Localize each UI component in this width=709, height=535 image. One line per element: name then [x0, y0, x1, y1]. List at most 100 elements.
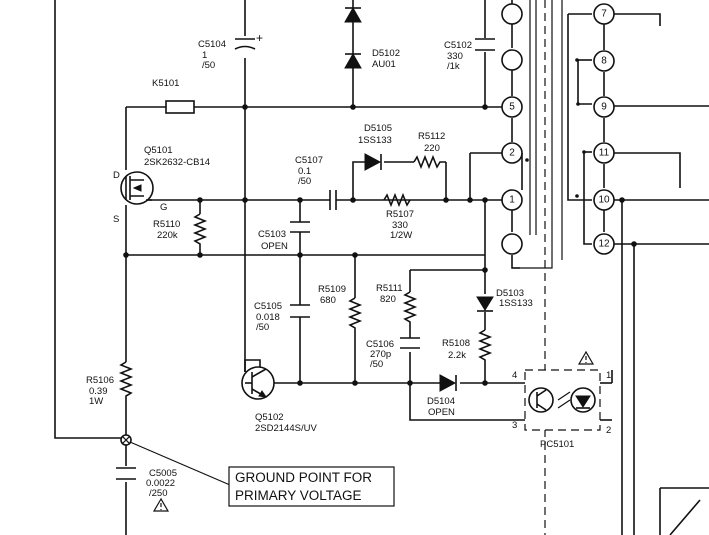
r5106: R5106 0.39 1W: [86, 361, 134, 407]
ground-note-line2: PRIMARY VOLTAGE: [235, 488, 362, 503]
pin-1-circle: [501, 189, 523, 211]
warning-triangle-shape: [577, 350, 595, 365]
pin-5-label: 5: [509, 102, 515, 113]
q5101: Q5101 2SK2632-CB14 D G S: [113, 145, 210, 225]
r5108-value: 2.2k: [448, 350, 466, 361]
r5110-ref: R5110: [153, 219, 180, 230]
r5106-ref: R5106: [86, 375, 114, 386]
pin-10-circle: [593, 189, 615, 211]
c5102: C5102 330 /1k: [444, 38, 495, 72]
ground-note-box: GROUND POINT FOR PRIMARY VOLTAGE: [228, 466, 395, 507]
r5109: R5109 680: [318, 284, 363, 334]
r5111: R5111 820: [376, 283, 418, 326]
pc5101-light-arrows: [557, 391, 571, 409]
r5110-value: 220k: [157, 230, 178, 241]
d5103-ref: D5103: [496, 288, 524, 299]
q5101-drain-label: D: [113, 170, 120, 181]
transformer-primary: 5 2 1: [501, 3, 523, 255]
pc5101-led-triangle: [575, 395, 591, 408]
q5102-arrow: [258, 390, 268, 398]
c5102-voltage: /1k: [447, 61, 460, 72]
pin-11-circle: [593, 142, 615, 164]
c5105-voltage: /50: [256, 322, 269, 333]
c5104-ref: C5104: [198, 39, 226, 50]
pin-9-label: 9: [601, 102, 607, 113]
c5107-value: 0.1: [298, 166, 311, 177]
warning-triangle-icon: [152, 497, 170, 512]
ground-note-line1: GROUND POINT FOR: [235, 470, 372, 485]
r5107: R5107 330 1/2W: [383, 192, 414, 241]
pin-8-circle: [593, 50, 615, 72]
c5104-plus: +: [256, 31, 263, 45]
r5107-zigzag: [383, 192, 411, 208]
q5102-body: [241, 366, 275, 400]
r5111-zigzag: [402, 291, 418, 326]
r5107-ref: R5107: [386, 209, 414, 220]
d5103-triangle: [476, 296, 494, 311]
c5105-ref: C5105: [254, 301, 282, 312]
pin-12-label: 12: [598, 239, 610, 250]
primary-winding-coil: [501, 233, 523, 255]
c5106-ref: C5106: [366, 339, 394, 350]
q5101-terminals: [130, 179, 152, 201]
pc5101-ref: PC5101: [540, 439, 574, 450]
r5108-zigzag: [477, 329, 493, 364]
r5106-power: 1W: [89, 396, 103, 407]
ground-note-frame: [228, 466, 395, 507]
c5107-ref: C5107: [295, 155, 323, 166]
c5105-value: 0.018: [256, 312, 280, 323]
pc5101-pin3: 3: [512, 420, 517, 431]
pin-12-circle: [593, 233, 615, 255]
d5102-part: AU01: [372, 59, 396, 70]
c5106: C5106 270p /50: [366, 337, 420, 370]
r5107-value: 330: [392, 220, 408, 231]
r5106-zigzag: [118, 361, 134, 402]
pin-10-label: 10: [598, 195, 610, 206]
r5107-power: 1/2W: [390, 230, 412, 241]
c5103-ref: C5103: [258, 229, 286, 240]
k5101: K5101: [152, 78, 195, 114]
q5101-source-label: S: [113, 214, 119, 225]
pin-7-label: 7: [601, 9, 607, 20]
d5104-ref: D5104: [427, 396, 455, 407]
c5104: + C5104 1 /50: [198, 31, 263, 71]
c5005: C5005 0.0022 /250: [116, 467, 177, 512]
q5101-gate-label: G: [160, 202, 167, 213]
pc5101-pin4: 4: [512, 370, 517, 381]
q5102-ref: Q5102: [255, 412, 284, 423]
junction-dots: [123, 58, 637, 386]
c5107: C5107 0.1 /50: [295, 155, 337, 210]
pin-2-circle: [501, 142, 523, 164]
c5106-voltage: /50: [370, 359, 383, 370]
d5103-part: 1SS133: [499, 298, 533, 309]
r5108-ref: R5108: [442, 338, 470, 349]
pc5101: 4 3 1 2 PC5101: [512, 350, 611, 450]
q5102: Q5102 2SD2144S/UV: [241, 366, 317, 434]
transformer-core: [512, 0, 563, 535]
c5103-value: OPEN: [261, 241, 288, 252]
d5103: D5103 1SS133: [476, 288, 533, 312]
c5005-voltage: /250: [149, 488, 168, 499]
pc5101-pin2: 2: [606, 425, 611, 436]
ground-point: [120, 434, 231, 486]
q5102-part: 2SD2144S/UV: [255, 423, 317, 434]
c5104-plate-bottom: [234, 45, 256, 50]
ground-point-cross: [121, 435, 131, 445]
c5103: C5103 OPEN: [258, 221, 310, 252]
pin-9-circle: [593, 96, 615, 118]
r5106-value: 0.39: [89, 386, 108, 397]
q5101-part: 2SK2632-CB14: [144, 157, 210, 168]
pin-1-label: 1: [509, 195, 515, 206]
d5102-triangle: [344, 52, 362, 69]
pin-5-circle: [501, 96, 523, 118]
d5102: D5102 AU01: [344, 6, 400, 70]
r5111-ref: R5111: [376, 283, 403, 294]
k5101-body: [165, 100, 195, 114]
c5005-value: 0.0022: [146, 478, 175, 489]
r5112: R5112 220: [413, 131, 446, 170]
d5105-ref: D5105: [364, 123, 392, 134]
primary-winding-coil: [501, 49, 523, 71]
c5107-voltage: /50: [298, 176, 311, 187]
